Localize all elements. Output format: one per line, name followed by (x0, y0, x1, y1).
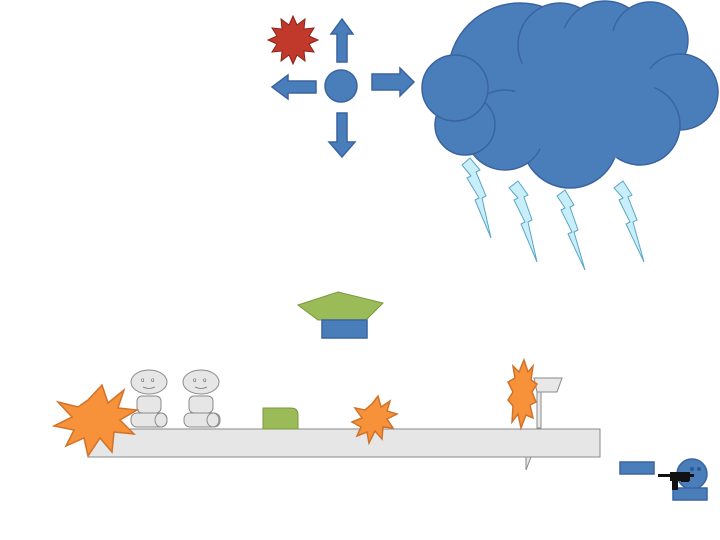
blue-bar (619, 461, 655, 475)
lightning-bolt-icon (613, 180, 645, 263)
arrow-right-icon (371, 66, 416, 98)
storm-cloud (421, 0, 719, 189)
orange-burst-icon (350, 394, 400, 446)
svg-text:o: o (193, 378, 197, 384)
lightning-bolt-icon (461, 157, 492, 239)
lightning-group (461, 157, 645, 271)
arrow-down-icon (327, 112, 357, 159)
gray-figure: o o (130, 369, 168, 428)
svg-text:o: o (203, 378, 207, 384)
flag (525, 377, 563, 471)
arrow-up-icon (329, 17, 355, 63)
green-block (262, 407, 299, 430)
lightning-bolt-icon (508, 180, 538, 263)
red-burst-icon (266, 14, 320, 66)
gun-icon (658, 472, 694, 490)
gray-figure: o o (182, 369, 221, 428)
center-circle (324, 69, 358, 103)
svg-text:o: o (151, 378, 155, 384)
orange-burst-icon (507, 357, 539, 431)
orange-burst-icon (51, 383, 140, 458)
arrow-left-icon (270, 73, 317, 101)
direction-pad (270, 17, 416, 159)
blue-block (321, 319, 368, 339)
platform (87, 428, 601, 458)
lightning-bolt-icon (556, 189, 586, 271)
svg-text:o: o (141, 378, 145, 384)
green-pentagon (296, 291, 384, 321)
blue-head-figure (658, 458, 708, 501)
